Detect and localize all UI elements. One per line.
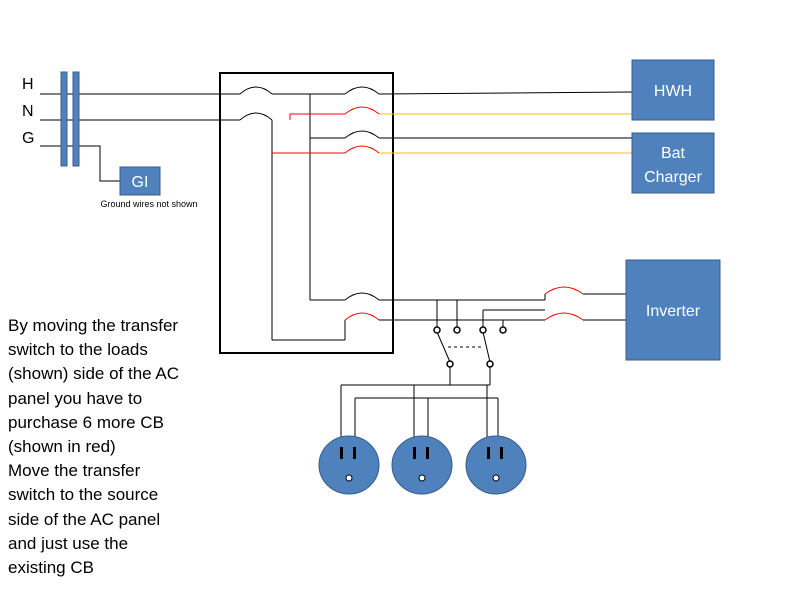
ground-wires-note: Ground wires not shown	[100, 199, 197, 209]
note-line: panel you have to	[8, 388, 143, 408]
note-line: and just use the	[8, 533, 129, 553]
explanation-note: By moving the transfer switch to the loa…	[8, 314, 223, 580]
bat-charger-label-line2: Charger	[644, 169, 702, 186]
hwh-box	[631, 59, 715, 121]
note-line: Move the transfer	[8, 461, 141, 481]
inverter-label: Inverter	[646, 303, 701, 320]
note-line: side of the AC panel	[8, 509, 161, 529]
ground-electrode-box	[119, 166, 161, 196]
panel-bus-wires	[271, 93, 346, 341]
ground-electrode-label: GI	[132, 174, 149, 191]
neutral-line-label: N	[22, 103, 34, 120]
load-feed-wires	[378, 91, 633, 154]
inverter-box	[625, 259, 721, 361]
panel-breakers-existing	[344, 86, 380, 301]
note-line: By moving the transfer	[8, 316, 179, 335]
disconnect-bar-right	[72, 71, 80, 167]
disconnect-bar-left	[60, 71, 68, 167]
inverter-breakers-added	[544, 286, 584, 321]
note-line: existing CB	[8, 558, 94, 578]
note-line: switch to the loads	[8, 340, 148, 360]
ground-line-label: G	[22, 130, 34, 147]
outlet-1	[318, 435, 380, 495]
hot-line-label: H	[22, 76, 34, 93]
outlet-3	[465, 435, 527, 495]
transfer-switch-wires	[379, 293, 626, 385]
hwh-label: HWH	[654, 83, 692, 100]
note-line: (shown) side of the AC	[8, 364, 180, 384]
transfer-switch-contacts	[433, 326, 507, 368]
bat-charger-box	[631, 132, 715, 194]
panel-breakers-added	[344, 106, 380, 321]
bat-charger-label-line1: Bat	[661, 145, 686, 162]
outlet-2	[391, 435, 453, 495]
note-line: (shown in red)	[8, 437, 116, 457]
ac-panel	[219, 72, 394, 354]
main-breakers	[239, 86, 273, 121]
added-red-wires	[272, 113, 345, 154]
note-line: switch to the source	[8, 485, 159, 505]
note-line: purchase 6 more CB	[8, 412, 164, 432]
